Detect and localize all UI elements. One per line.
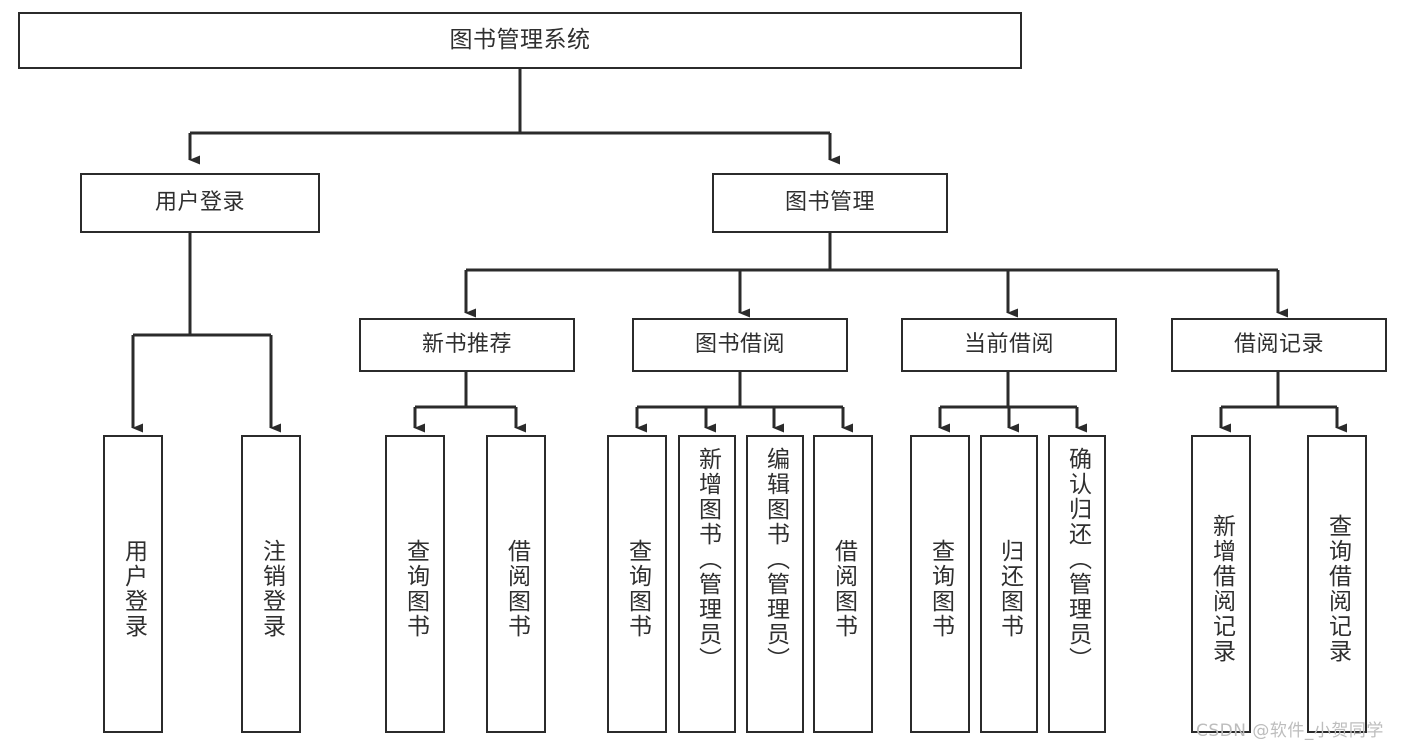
node-label: 借阅图书	[830, 539, 857, 639]
node-label: 借阅记录	[1233, 332, 1324, 358]
node-label: 新增图书（管理员）	[694, 447, 721, 672]
node-label: 当前借阅	[963, 332, 1054, 358]
node-label: 用户登录	[120, 539, 147, 639]
node-leaf-edit-book[interactable]: 编辑图书（管理员）	[746, 435, 804, 733]
node-label: 查询借阅记录	[1324, 514, 1351, 664]
node-label: 查询图书	[624, 539, 651, 639]
node-label: 查询图书	[402, 539, 429, 639]
node-book-borrow[interactable]: 图书借阅	[632, 318, 848, 372]
node-label: 图书借阅	[694, 332, 785, 358]
node-new-book-recommend[interactable]: 新书推荐	[359, 318, 575, 372]
node-label: 查询图书	[927, 539, 954, 639]
node-leaf-query-book-2[interactable]: 查询图书	[607, 435, 667, 733]
node-label: 新书推荐	[421, 332, 512, 358]
node-leaf-logout-login[interactable]: 注销登录	[241, 435, 301, 733]
node-label: 用户登录	[154, 190, 245, 216]
node-leaf-query-record[interactable]: 查询借阅记录	[1307, 435, 1367, 733]
csdn-watermark: CSDN @软件_小贺同学	[1196, 721, 1384, 741]
node-label: 借阅图书	[503, 539, 530, 639]
node-borrow-record[interactable]: 借阅记录	[1171, 318, 1387, 372]
node-leaf-query-book-1[interactable]: 查询图书	[385, 435, 445, 733]
node-current-borrow[interactable]: 当前借阅	[901, 318, 1117, 372]
node-label: 确认归还（管理员）	[1064, 447, 1091, 672]
node-leaf-add-book[interactable]: 新增图书（管理员）	[678, 435, 736, 733]
node-leaf-return-book[interactable]: 归还图书	[980, 435, 1038, 733]
node-root-book-management-system[interactable]: 图书管理系统	[18, 12, 1022, 69]
node-label: 编辑图书（管理员）	[762, 447, 789, 672]
node-leaf-confirm-return[interactable]: 确认归还（管理员）	[1048, 435, 1106, 733]
node-leaf-user-login[interactable]: 用户登录	[103, 435, 163, 733]
node-label: 图书管理	[784, 190, 875, 216]
node-leaf-borrow-book-1[interactable]: 借阅图书	[486, 435, 546, 733]
node-label: 新增借阅记录	[1208, 514, 1235, 664]
node-book-management[interactable]: 图书管理	[712, 173, 948, 233]
node-label: 归还图书	[996, 539, 1023, 639]
node-leaf-add-record[interactable]: 新增借阅记录	[1191, 435, 1251, 733]
node-label: 注销登录	[258, 539, 285, 639]
node-leaf-borrow-book-2[interactable]: 借阅图书	[813, 435, 873, 733]
node-user-login[interactable]: 用户登录	[80, 173, 320, 233]
node-leaf-query-book-3[interactable]: 查询图书	[910, 435, 970, 733]
node-label: 图书管理系统	[449, 27, 591, 54]
